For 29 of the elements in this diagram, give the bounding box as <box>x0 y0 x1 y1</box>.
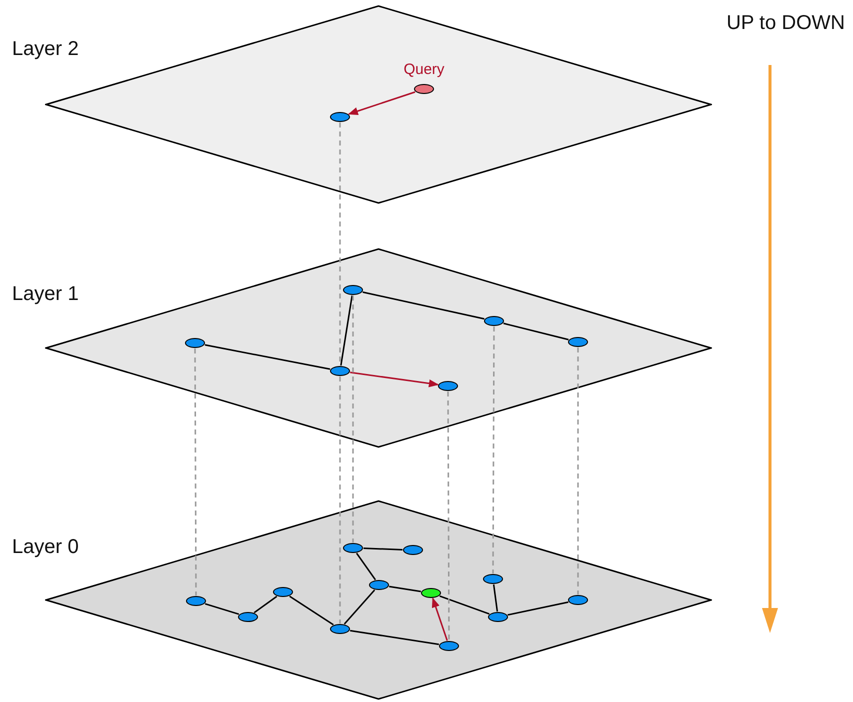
graph-edge <box>289 596 334 626</box>
graph-edge <box>388 586 422 592</box>
graph-edge <box>350 630 440 646</box>
layer-label: Layer 0 <box>12 536 79 559</box>
graph-edge <box>356 552 376 580</box>
graph-edge <box>439 595 490 615</box>
layer-label: Layer 1 <box>12 283 79 306</box>
query-label: Query <box>402 61 446 79</box>
arrow <box>350 372 439 388</box>
graph-edge <box>254 596 278 614</box>
dashed-connector <box>577 348 579 594</box>
graph-edge <box>204 603 240 615</box>
direction-label: UP to DOWN <box>726 12 845 35</box>
graph-edge <box>362 291 484 320</box>
graph-edge <box>340 295 353 366</box>
arrow <box>348 91 416 115</box>
graph-edge <box>363 548 403 550</box>
graph-edge <box>204 344 330 370</box>
dashed-connector <box>492 326 495 574</box>
graph-edge <box>344 590 376 624</box>
dashed-connector <box>194 348 197 596</box>
dashed-connector <box>339 376 341 624</box>
layer-label: Layer 2 <box>12 38 79 61</box>
graph-edge <box>508 601 568 616</box>
graph-edge <box>492 584 498 612</box>
dashed-connector <box>352 296 354 542</box>
arrow <box>432 597 448 641</box>
graph-edge <box>503 322 569 340</box>
dashed-connector <box>447 392 450 640</box>
